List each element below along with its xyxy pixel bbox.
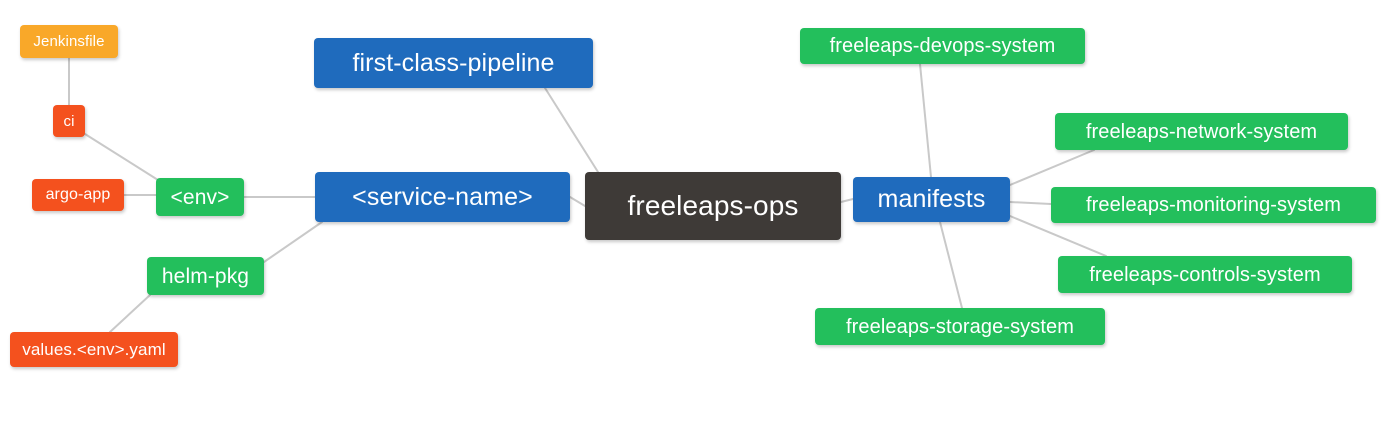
- edge-env-to-ci: [84, 133, 159, 181]
- node-ci[interactable]: ci: [53, 105, 85, 137]
- edge-manifests-to-freeleaps-monitoring-system: [1009, 201, 1052, 205]
- edge-manifests-to-freeleaps-network-system: [1009, 149, 1095, 186]
- node-label-freeleaps-devops-system: freeleaps-devops-system: [829, 35, 1056, 57]
- node-label-freeleaps-monitoring-system: freeleaps-monitoring-system: [1085, 194, 1341, 216]
- edge-freeleaps-ops-to-manifests: [840, 198, 854, 203]
- node-label-freeleaps-controls-system: freeleaps-controls-system: [1089, 263, 1321, 286]
- edge-freeleaps-ops-to-first-class-pipeline: [544, 87, 599, 173]
- node-freeleaps-controls-system[interactable]: freeleaps-controls-system: [1058, 256, 1352, 293]
- node-values-env-yaml[interactable]: values.<env>.yaml: [10, 332, 178, 367]
- node-label-ci: ci: [63, 112, 75, 130]
- node-env[interactable]: <env>: [156, 178, 244, 216]
- node-freeleaps-devops-system[interactable]: freeleaps-devops-system: [800, 28, 1085, 64]
- node-first-class-pipeline[interactable]: first-class-pipeline: [314, 38, 593, 88]
- edge-service-name-to-helm-pkg: [263, 221, 323, 263]
- node-label-service-name: <service-name>: [352, 182, 533, 211]
- edge-freeleaps-ops-to-service-name: [569, 196, 586, 207]
- edge-manifests-to-freeleaps-devops-system: [919, 63, 932, 178]
- node-label-first-class-pipeline: first-class-pipeline: [352, 48, 555, 77]
- edge-helm-pkg-to-values-env-yaml: [109, 294, 151, 333]
- node-label-manifests: manifests: [877, 185, 986, 213]
- node-freeleaps-ops[interactable]: freeleaps-ops: [585, 172, 841, 240]
- node-freeleaps-monitoring-system[interactable]: freeleaps-monitoring-system: [1051, 187, 1376, 223]
- node-label-freeleaps-storage-system: freeleaps-storage-system: [845, 315, 1075, 338]
- node-freeleaps-network-system[interactable]: freeleaps-network-system: [1055, 113, 1348, 150]
- node-label-helm-pkg: helm-pkg: [161, 264, 250, 288]
- node-label-freeleaps-ops: freeleaps-ops: [627, 190, 799, 221]
- node-label-env: <env>: [170, 185, 230, 209]
- edge-manifests-to-freeleaps-storage-system: [939, 221, 963, 309]
- node-manifests[interactable]: manifests: [853, 177, 1010, 222]
- node-helm-pkg[interactable]: helm-pkg: [147, 257, 264, 295]
- node-argo-app[interactable]: argo-app: [32, 179, 124, 211]
- node-label-jenkinsfile: Jenkinsfile: [33, 33, 105, 50]
- node-service-name[interactable]: <service-name>: [315, 172, 570, 222]
- node-label-argo-app: argo-app: [45, 186, 111, 203]
- node-label-values-env-yaml: values.<env>.yaml: [22, 340, 166, 359]
- node-label-freeleaps-network-system: freeleaps-network-system: [1085, 120, 1318, 143]
- node-jenkinsfile[interactable]: Jenkinsfile: [20, 25, 118, 58]
- node-freeleaps-storage-system[interactable]: freeleaps-storage-system: [815, 308, 1105, 345]
